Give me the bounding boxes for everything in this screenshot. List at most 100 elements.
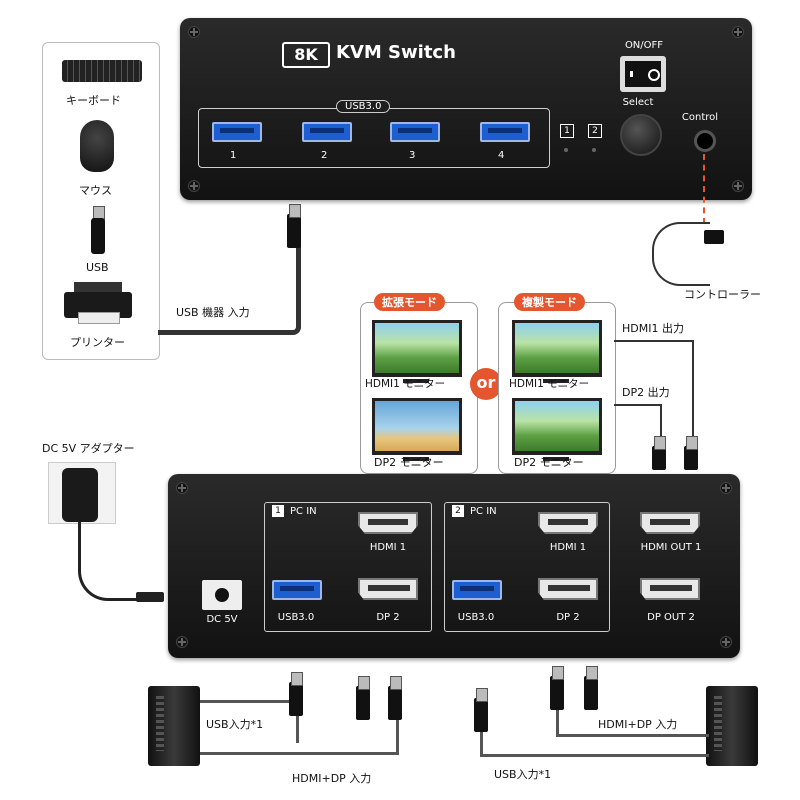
pc2-led — [592, 148, 596, 152]
pc1-hdmi-port[interactable] — [358, 512, 418, 534]
device-title: KVM Switch — [336, 42, 456, 63]
pc2-usb-label: USB入力*1 — [494, 768, 552, 781]
pc1-hdmi-plug-icon — [356, 676, 370, 720]
control-label: Control — [681, 112, 719, 123]
usb-connection-label: USB 機器 入力 — [176, 306, 250, 319]
mirror-mode-tag: 複製モード — [514, 293, 585, 311]
select-button[interactable] — [620, 114, 662, 156]
pc1-av-wire — [200, 712, 399, 755]
pc2-indicator: 2 — [588, 124, 602, 138]
pc1-usb-plug-icon — [289, 672, 303, 716]
pc2-tower-icon — [706, 686, 758, 766]
pc2-av-label: HDMI+DP 入力 — [598, 718, 678, 731]
pc1-dp-label: DP 2 — [376, 612, 400, 623]
power-label: ON/OFF — [624, 40, 664, 51]
usb-port-1[interactable] — [212, 122, 262, 142]
usb-label: USB — [86, 261, 109, 274]
controller-label: コントローラー — [684, 288, 761, 301]
pc2-usb-label: USB3.0 — [457, 612, 495, 623]
screw-icon — [732, 26, 744, 38]
adapter-icon — [62, 468, 98, 522]
pc2-av-wire — [556, 700, 709, 737]
pc2-hdmi-label: HDMI 1 — [549, 542, 587, 553]
power-cable — [78, 522, 141, 601]
usb-port-2-label: 2 — [321, 150, 328, 161]
pc1-hdmi-label: HDMI 1 — [369, 542, 407, 553]
dc-jack[interactable] — [202, 580, 242, 610]
controller-button-icon — [704, 230, 724, 244]
screw-icon — [720, 482, 732, 494]
pc1-usb-port[interactable] — [272, 580, 322, 600]
usb-port-3[interactable] — [390, 122, 440, 142]
pc1-num: 1 — [272, 505, 284, 517]
hdmi-out-wire — [614, 340, 694, 452]
select-label: Select — [622, 97, 654, 108]
pc2-dp-port[interactable] — [538, 578, 598, 600]
mouse-icon — [80, 120, 114, 172]
mirror-hdmi-label: HDMI1 モニター — [509, 378, 590, 390]
extend-mode-tag: 拡張モード — [374, 293, 445, 311]
dc-label: DC 5V — [206, 614, 238, 625]
pc1-dp-plug-icon — [388, 676, 402, 720]
hdmi-out-port[interactable] — [640, 512, 700, 534]
screw-icon — [732, 180, 744, 192]
controller-cable-icon — [652, 222, 710, 286]
keyboard-icon — [62, 60, 142, 82]
dp-out-wire — [614, 404, 662, 452]
pc2-label: PC IN — [470, 506, 497, 517]
dc-plug-icon — [136, 592, 164, 602]
or-badge: or — [470, 368, 502, 400]
pc2-usb-plug-icon — [474, 688, 488, 732]
pc1-usb-wire — [200, 700, 299, 743]
kvm-front-panel — [180, 18, 752, 200]
keyboard-label: キーボード — [66, 94, 121, 107]
dp-plug-icon — [652, 436, 666, 470]
usb-port-2[interactable] — [302, 122, 352, 142]
hdmi-plug-icon — [684, 436, 698, 470]
pc1-led — [564, 148, 568, 152]
control-jack[interactable] — [694, 130, 716, 152]
pc1-indicator: 1 — [560, 124, 574, 138]
pc2-usb-port[interactable] — [452, 580, 502, 600]
screw-icon — [188, 180, 200, 192]
pc2-dp-label: DP 2 — [556, 612, 580, 623]
printer-label: プリンター — [70, 336, 125, 349]
screw-icon — [720, 636, 732, 648]
pc2-dp-plug-icon — [584, 666, 598, 710]
usb-port-4[interactable] — [480, 122, 530, 142]
dp-monitor-icon — [372, 398, 462, 461]
dp-out-label: DP2 出力 — [622, 386, 670, 399]
pc1-group — [264, 502, 432, 632]
usb-port-3-label: 3 — [409, 150, 416, 161]
usb-cable-wire — [158, 230, 301, 335]
printer-icon — [64, 282, 132, 324]
pc1-usb-label: USB入力*1 — [206, 718, 264, 731]
screw-icon — [176, 636, 188, 648]
hdmi-out-label: HDMI1 出力 — [622, 322, 684, 335]
mouse-label: マウス — [79, 184, 112, 197]
dp-out-port-label: DP OUT 2 — [647, 612, 695, 623]
pc2-hdmi-port[interactable] — [538, 512, 598, 534]
pc1-dp-port[interactable] — [358, 578, 418, 600]
usb-port-4-label: 4 — [498, 150, 505, 161]
kvm-back-panel — [168, 474, 740, 658]
screw-icon — [188, 26, 200, 38]
hdmi-monitor-icon — [512, 320, 602, 383]
pc2-hdmi-plug-icon — [550, 666, 564, 710]
mirror-dp-label: DP2 モニター — [514, 456, 584, 469]
usb-group-label: USB3.0 — [336, 100, 391, 113]
8k-badge: 8K — [282, 42, 330, 68]
power-switch[interactable] — [620, 56, 666, 92]
dp-out-port[interactable] — [640, 578, 700, 600]
usb-port-1-label: 1 — [230, 150, 237, 161]
dp-monitor-icon — [512, 398, 602, 461]
pc1-label: PC IN — [290, 506, 317, 517]
usb-stick-icon — [91, 206, 105, 254]
controller-dashed-line — [703, 154, 705, 224]
hdmi-monitor-icon — [372, 320, 462, 383]
screw-icon — [176, 482, 188, 494]
hdmi-out-port-label: HDMI OUT 1 — [640, 542, 702, 553]
pc1-tower-icon — [148, 686, 200, 766]
pc1-av-label: HDMI+DP 入力 — [292, 772, 372, 785]
usb-plug-icon — [287, 204, 301, 248]
